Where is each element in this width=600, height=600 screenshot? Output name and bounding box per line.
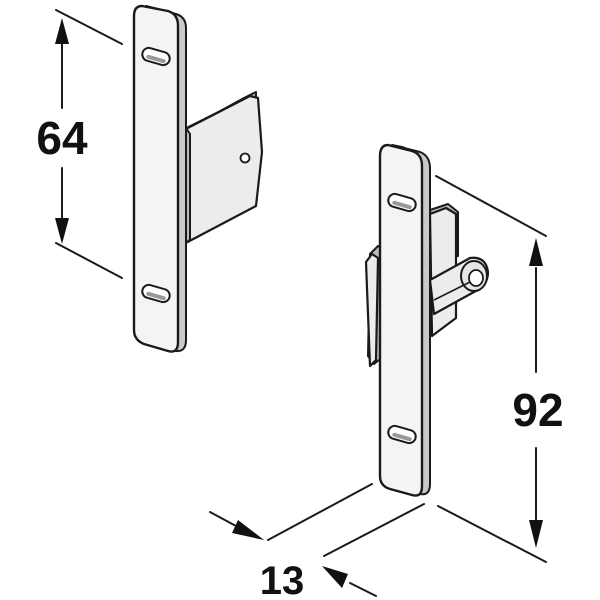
right-plate-slot-top — [387, 192, 417, 213]
extension-line-left — [267, 483, 373, 541]
left-plate-slot-bottom — [141, 283, 171, 304]
left-mounting-plate — [132, 4, 187, 353]
dimension-64: 64 — [36, 9, 123, 279]
dimension-label-13: 13 — [260, 559, 305, 600]
dimension-line-right — [349, 582, 377, 597]
right-mounting-plate — [378, 143, 431, 497]
extension-line-top — [435, 175, 547, 237]
dimension-92: 92 — [435, 175, 564, 563]
left-bracket — [132, 4, 264, 353]
arrowhead-up — [55, 18, 69, 44]
extension-line-right — [323, 503, 425, 557]
left-pin-hole — [239, 152, 251, 164]
arrowhead-right — [232, 520, 264, 540]
left-plate-slot-top — [141, 46, 171, 67]
extension-line-top — [55, 9, 123, 45]
dimension-label-92: 92 — [512, 384, 563, 436]
extension-line-bottom — [437, 505, 547, 563]
arrowhead-down — [529, 520, 543, 548]
dimension-13: 13 — [209, 483, 425, 600]
right-bracket — [364, 143, 490, 497]
right-plate-slot-bottom — [387, 424, 417, 445]
dimension-line-left — [209, 511, 237, 527]
arrowhead-left — [322, 566, 348, 588]
arrowhead-up — [529, 238, 543, 266]
right-pin-hole — [468, 269, 484, 287]
right-bracket-block — [428, 203, 490, 338]
left-bracket-body — [178, 91, 264, 248]
extension-line-bottom — [55, 242, 123, 279]
dimension-label-64: 64 — [36, 112, 88, 164]
arrowhead-down — [55, 218, 69, 244]
